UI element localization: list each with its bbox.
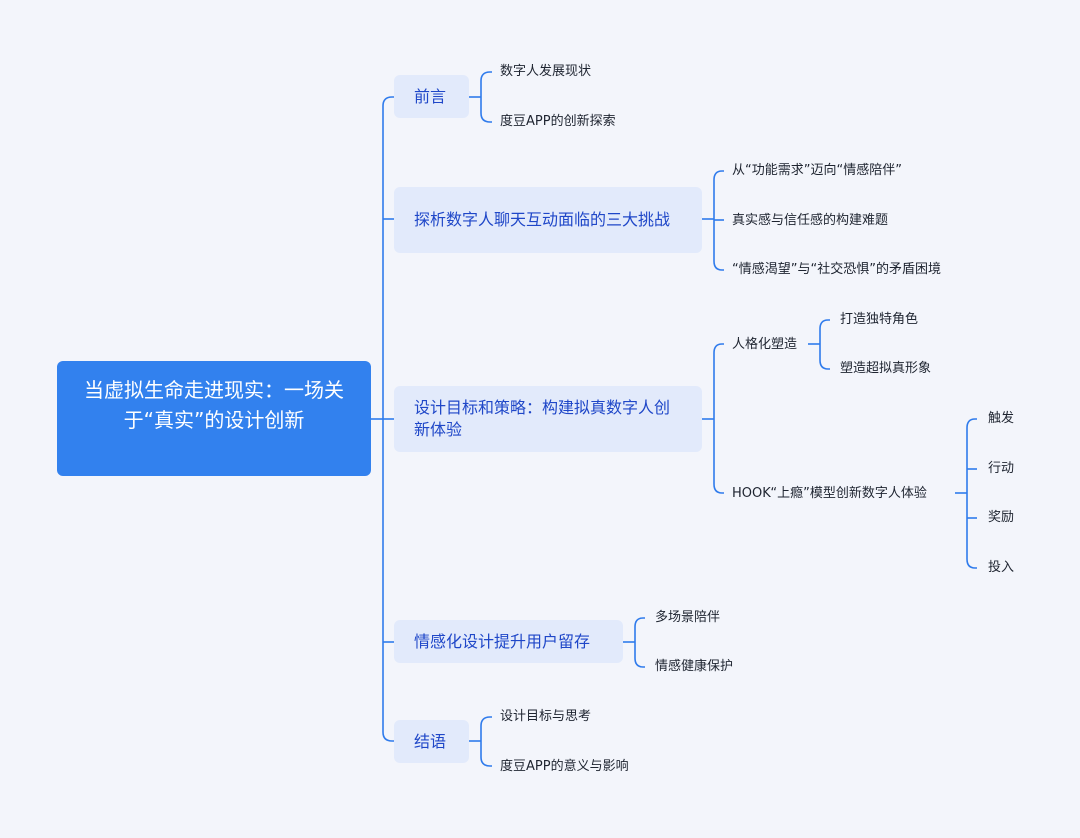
subbranch-personification[interactable]: 人格化塑造 bbox=[732, 337, 798, 352]
leaf-node[interactable]: 奖励 bbox=[988, 510, 1015, 525]
branch-challenges[interactable]: 探析数字人聊天互动面临的三大挑战 bbox=[394, 187, 702, 253]
branch-label: 前言 bbox=[414, 86, 447, 106]
leaf-node[interactable]: 多场景陪伴 bbox=[655, 610, 721, 625]
leaf-node[interactable]: 设计目标与思考 bbox=[500, 709, 592, 724]
leaf-node[interactable]: 塑造超拟真形象 bbox=[840, 361, 932, 376]
root-node[interactable]: 当虚拟生命走进现实：一场关于“真实”的设计创新 bbox=[57, 361, 371, 476]
branch-conclusion[interactable]: 结语 bbox=[394, 720, 469, 763]
branch-label: 情感化设计提升用户留存 bbox=[414, 631, 591, 651]
branch-emotional-design[interactable]: 情感化设计提升用户留存 bbox=[394, 620, 623, 663]
leaf-node[interactable]: 真实感与信任感的构建难题 bbox=[732, 213, 889, 228]
leaf-node[interactable]: 打造独特角色 bbox=[840, 312, 919, 327]
leaf-node[interactable]: 触发 bbox=[988, 411, 1015, 426]
leaf-node[interactable]: 度豆APP的意义与影响 bbox=[500, 759, 629, 774]
branch-design-goals[interactable]: 设计目标和策略：构建拟真数字人创新体验 bbox=[394, 386, 702, 452]
branch-preface[interactable]: 前言 bbox=[394, 75, 469, 118]
leaf-node[interactable]: 度豆APP的创新探索 bbox=[500, 114, 616, 129]
leaf-node[interactable]: 投入 bbox=[988, 560, 1015, 575]
leaf-node[interactable]: “情感渴望”与“社交恐惧”的矛盾困境 bbox=[732, 262, 941, 277]
branch-label: 探析数字人聊天互动面临的三大挑战 bbox=[414, 210, 671, 229]
leaf-node[interactable]: 从“功能需求”迈向“情感陪伴” bbox=[732, 163, 902, 178]
leaf-node[interactable]: 行动 bbox=[988, 461, 1015, 476]
subbranch-hook-model[interactable]: HOOK“上瘾”模型创新数字人体验 bbox=[732, 486, 927, 501]
leaf-node[interactable]: 情感健康保护 bbox=[655, 659, 734, 674]
leaf-node[interactable]: 数字人发展现状 bbox=[500, 64, 592, 79]
branch-label: 设计目标和策略：构建拟真数字人创新体验 bbox=[414, 398, 671, 439]
branch-label: 结语 bbox=[414, 731, 447, 751]
